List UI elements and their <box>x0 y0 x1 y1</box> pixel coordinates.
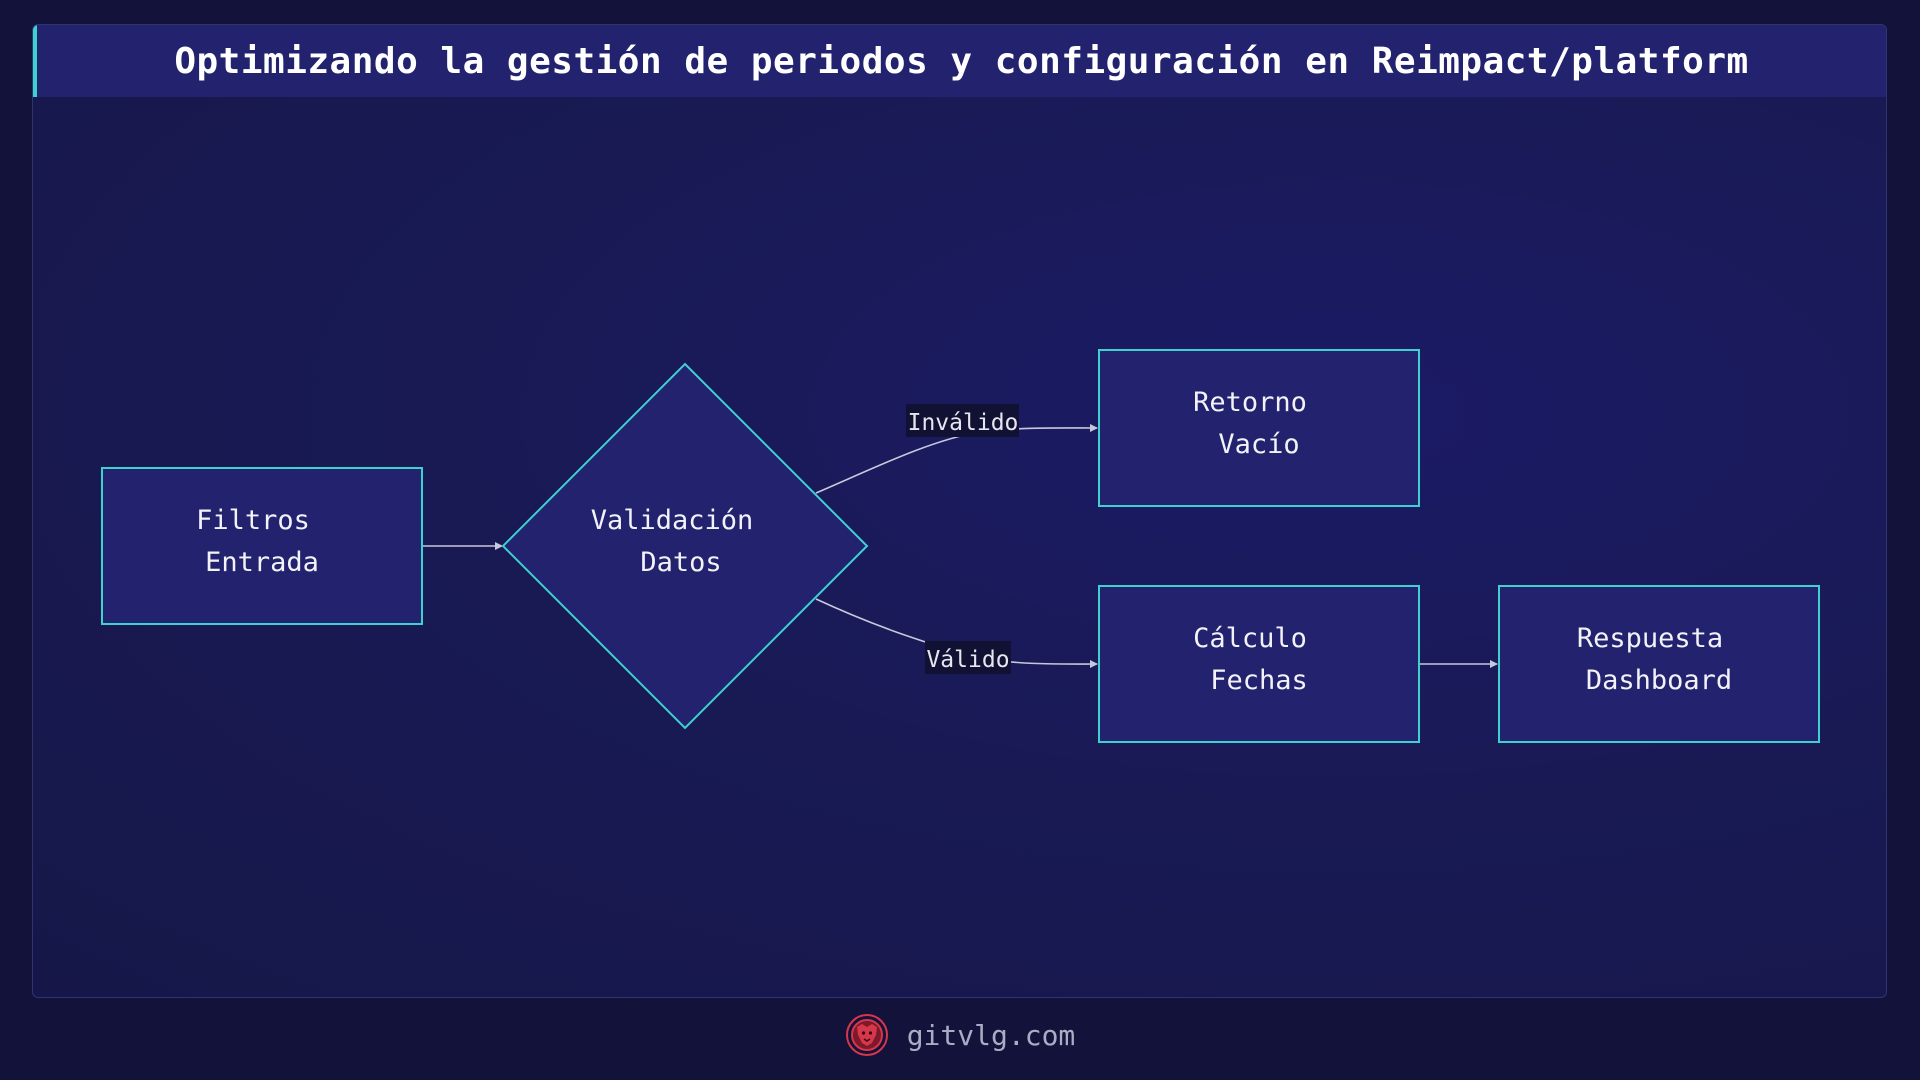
edge-validacion-retorno <box>815 423 1098 494</box>
node-retorno-line2: Vacío <box>1218 429 1299 460</box>
lion-logo-icon <box>845 1014 888 1056</box>
footer-site-link[interactable]: gitvlg.com <box>906 1018 1076 1052</box>
page-title: Optimizando la gestión de periodos y con… <box>174 40 1749 82</box>
node-respuesta-dashboard: Respuesta Dashboard <box>1498 585 1820 743</box>
node-validacion-line1: Validación <box>591 505 754 536</box>
node-retorno-line1: Retorno <box>1193 387 1307 418</box>
node-filtros-line2: Entrada <box>205 547 319 578</box>
edge-label-valido-bg <box>925 641 1011 674</box>
edge-label-invalido: Inválido <box>908 410 1019 436</box>
node-respuesta-line1: Respuesta <box>1577 623 1723 654</box>
node-retorno-vacio: Retorno Vacío <box>1098 349 1420 507</box>
node-calculo-fechas: Cálculo Fechas <box>1098 585 1420 743</box>
node-calculo-line1: Cálculo <box>1193 623 1307 654</box>
node-validacion-line2: Datos <box>640 547 721 578</box>
footer: gitvlg.com <box>0 1010 1920 1060</box>
title-bar: Optimizando la gestión de periodos y con… <box>33 25 1886 97</box>
node-filtros-entrada: Filtros Entrada <box>101 467 423 625</box>
node-calculo-line2: Fechas <box>1210 665 1308 696</box>
node-validacion-datos: Validación Datos <box>501 362 869 730</box>
node-respuesta-line2: Dashboard <box>1586 665 1732 696</box>
edge-label-valido: Válido <box>926 647 1009 673</box>
edge-label-invalido-bg <box>906 404 1019 437</box>
node-filtros-line1: Filtros <box>196 505 310 536</box>
